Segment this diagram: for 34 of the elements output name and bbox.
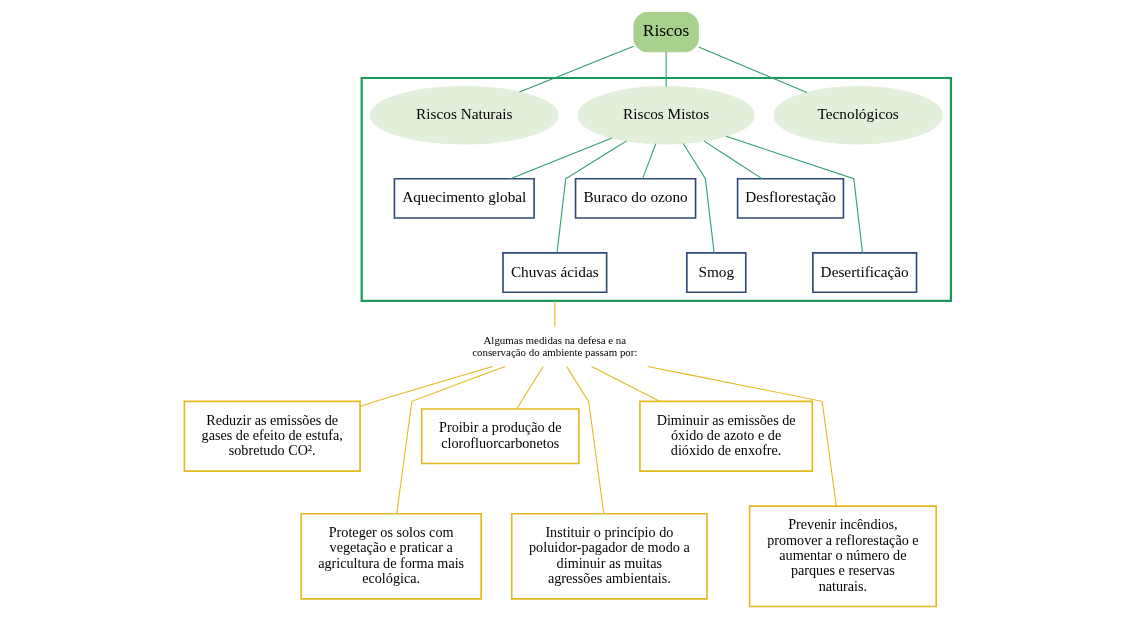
connector <box>554 300 556 328</box>
node-box: Riscos <box>633 11 699 53</box>
cluster <box>360 76 952 303</box>
connector <box>642 143 657 179</box>
connector <box>591 366 661 402</box>
connector <box>556 140 628 254</box>
node-box: Buraco do ozono <box>574 177 697 219</box>
node-box: Prevenir incêndios, promover a reflorestação e aumentar o número de parques e reservas naturais. <box>748 505 937 608</box>
connector <box>566 366 605 515</box>
connector <box>703 140 763 180</box>
connector <box>510 137 613 180</box>
node-box: Desertificação <box>812 252 918 294</box>
connector <box>359 365 494 408</box>
connector <box>396 365 506 515</box>
node-box: Proibir a produção de clorofluorcarbonetos <box>420 408 580 465</box>
connector <box>518 45 635 93</box>
connector <box>516 366 544 410</box>
node-box: Chuvas ácidas <box>502 252 608 294</box>
node-box: Desflorestação <box>736 177 845 219</box>
node-ellipse: Tecnológicos <box>773 86 943 145</box>
node-box: Instituir o princípio do poluidor-pagador de modo a diminuir as muitas agressões ambientais. <box>510 512 708 600</box>
node-box: Smog <box>686 252 747 294</box>
connector <box>665 51 667 88</box>
node-ellipse: Riscos Mistos <box>577 86 755 145</box>
connector <box>698 46 808 94</box>
node-ellipse: Riscos Naturais <box>369 86 559 145</box>
connector <box>682 143 715 254</box>
node-box: Diminuir as emissões de óxido de azoto e de dióxido de enxofre. <box>639 400 814 472</box>
node-box: Aquecimento global <box>393 177 535 219</box>
connector <box>647 365 837 507</box>
node-box: Proteger os solos com vegetação e praticar a agricultura de forma mais ecológica. <box>300 512 482 600</box>
node-text: Algumas medidas na defesa e na conservação do ambiente passam por: <box>472 333 638 358</box>
node-box: Reduzir as emissões de gases de efeito de estufa, sobretudo CO². <box>183 400 361 472</box>
connector <box>725 135 864 254</box>
